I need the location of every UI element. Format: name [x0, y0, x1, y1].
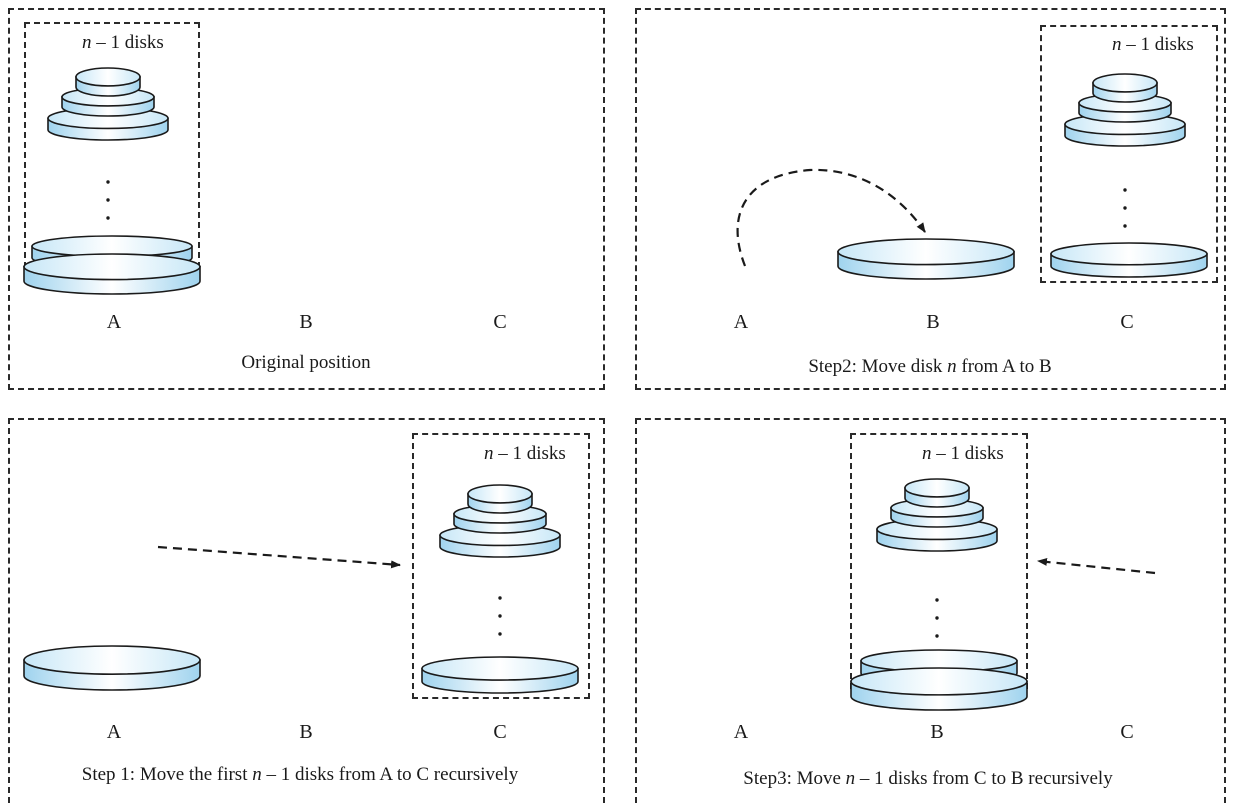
- peg-label-c: C: [1120, 311, 1134, 333]
- disk: [1092, 73, 1158, 103]
- peg-label-a: A: [733, 311, 749, 333]
- ellipsis-dot: [1123, 206, 1127, 210]
- panel-step-2: [635, 8, 1226, 390]
- peg-label-b: B: [299, 311, 313, 333]
- peg-label-c: C: [493, 721, 507, 743]
- disk-large: [421, 656, 579, 694]
- panel-original-position: [8, 8, 605, 390]
- peg-label-a: A: [106, 721, 122, 743]
- ellipsis-dot: [106, 216, 110, 220]
- ellipsis-dot: [498, 614, 502, 618]
- disk: [467, 484, 533, 514]
- ellipsis-dot: [106, 180, 110, 184]
- disk-large: [1050, 242, 1208, 278]
- peg-label-a: A: [733, 721, 749, 743]
- ellipsis-dot: [1123, 224, 1127, 228]
- group-box-step1: [412, 433, 590, 699]
- peg-label-c: C: [493, 311, 507, 333]
- group-box-step2: [1040, 25, 1218, 283]
- panel-step-3: [635, 418, 1226, 803]
- ellipsis-dot: [106, 198, 110, 202]
- ellipsis-dot: [935, 616, 939, 620]
- peg-label-b: B: [930, 721, 944, 743]
- arc-arrow-a-to-b: [736, 168, 926, 267]
- peg-label-b: B: [299, 721, 313, 743]
- arrow-from-c: [1037, 557, 1156, 575]
- n-minus-1-label-step1: n – 1 disks: [482, 443, 568, 465]
- caption-original: Original position: [241, 352, 371, 373]
- disk: [904, 478, 970, 508]
- peg-label-a: A: [106, 311, 122, 333]
- ellipsis-dot: [935, 598, 939, 602]
- n-minus-1-label-step2: n – 1 disks: [1110, 34, 1196, 56]
- disk-largest: [23, 253, 201, 295]
- caption-step1: Step 1: Move the first n – 1 disks from …: [81, 764, 519, 785]
- caption-step3: Step3: Move n – 1 disks from C to B recu…: [743, 768, 1113, 789]
- peg-label-c: C: [1120, 721, 1134, 743]
- ellipsis-dot: [498, 632, 502, 636]
- ellipsis-dot: [1123, 188, 1127, 192]
- ellipsis-dot: [498, 596, 502, 600]
- disk-largest: [23, 645, 201, 691]
- n-minus-1-label-original: n – 1 disks: [80, 32, 166, 54]
- n-minus-1-label-step3: n – 1 disks: [920, 443, 1006, 465]
- panel-step-1: [8, 418, 605, 803]
- caption-step2: Step2: Move disk n from A to B: [808, 356, 1052, 377]
- ellipsis-dot: [935, 634, 939, 638]
- disk-largest: [850, 667, 1028, 711]
- disk: [75, 67, 141, 97]
- arrow-to-c: [157, 545, 401, 569]
- peg-label-b: B: [926, 311, 940, 333]
- disk-largest: [837, 238, 1015, 280]
